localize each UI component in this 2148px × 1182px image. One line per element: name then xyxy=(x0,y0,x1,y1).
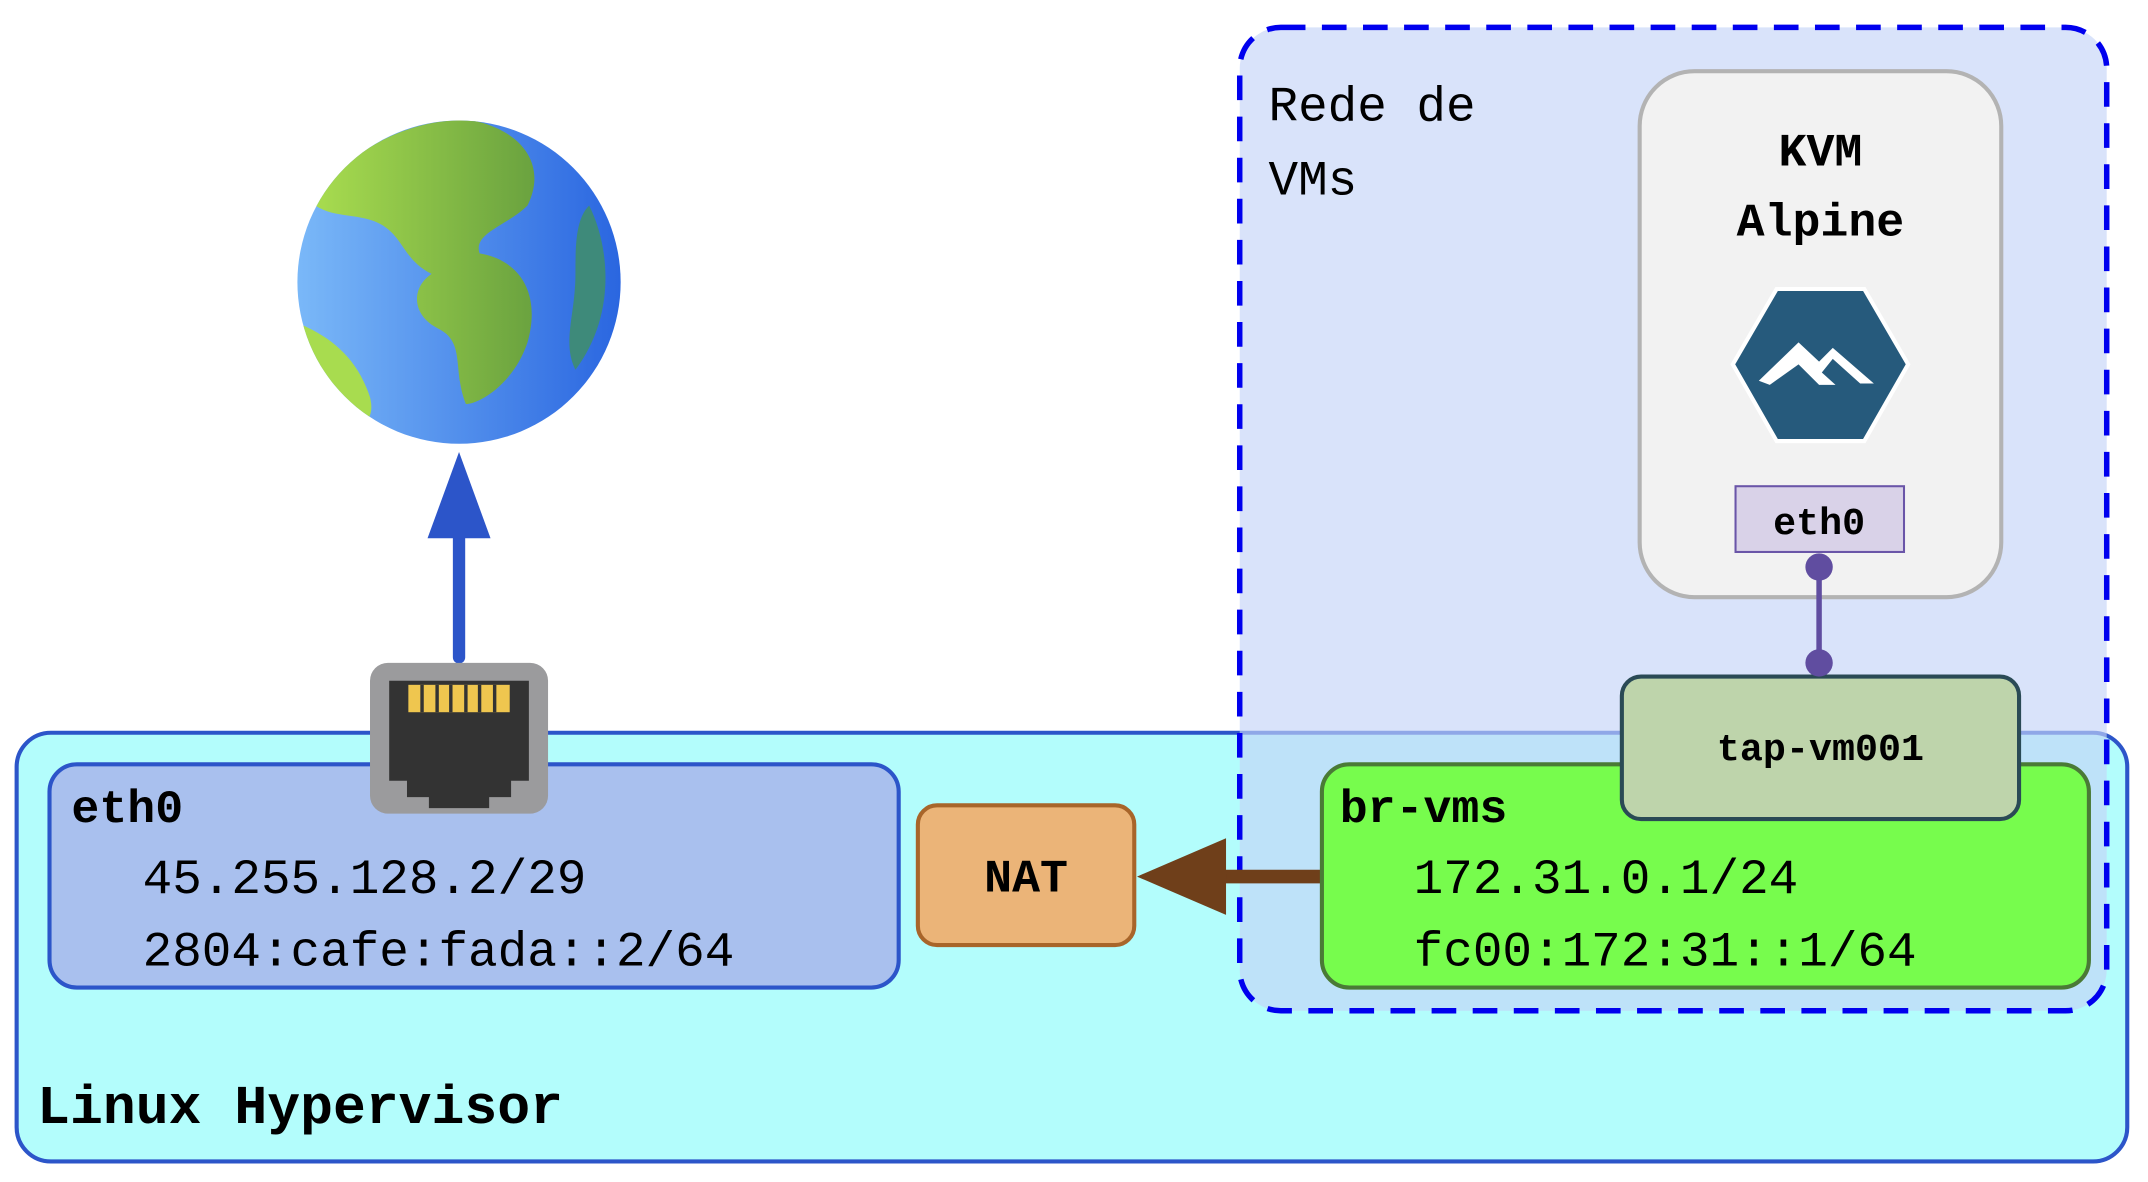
bridge-name: br-vms xyxy=(1340,783,1508,836)
globe-icon xyxy=(297,120,621,444)
vm-network-label-1: Rede de xyxy=(1268,80,1475,136)
host-eth0-ipv4: 45.255.128.2/29 xyxy=(143,852,587,908)
ethernet-port-icon xyxy=(370,662,549,814)
vm-title-1: KVM xyxy=(1779,127,1863,180)
arrow-to-internet xyxy=(427,451,491,664)
nat-box: NAT xyxy=(915,803,1137,948)
vm-eth0-label: eth0 xyxy=(1773,502,1865,546)
nat-label: NAT xyxy=(984,853,1068,906)
vm-title-2: Alpine xyxy=(1737,197,1905,250)
vm-network-label-2: VMs xyxy=(1268,153,1357,209)
host-eth0-box: eth0 45.255.128.2/29 2804:cafe:fada::2/6… xyxy=(47,762,901,990)
host-eth0-ipv6: 2804:cafe:fada::2/64 xyxy=(143,925,735,981)
host-eth0-name: eth0 xyxy=(71,783,183,836)
bridge-ipv4: 172.31.0.1/24 xyxy=(1414,852,1799,908)
tap-box: tap-vm001 xyxy=(1619,674,2022,822)
tap-name: tap-vm001 xyxy=(1717,728,1924,772)
bridge-ipv6: fc00:172:31::1/64 xyxy=(1414,925,1917,981)
vm-eth0-box xyxy=(1734,485,1906,553)
arrow-bridge-to-nat xyxy=(1137,838,1322,915)
alpine-linux-logo xyxy=(1730,286,1911,444)
vm-box: KVM Alpine eth0 xyxy=(1637,69,2004,600)
hypervisor-label: Linux Hypervisor xyxy=(37,1078,563,1140)
vm-tap-link xyxy=(1805,553,1833,677)
